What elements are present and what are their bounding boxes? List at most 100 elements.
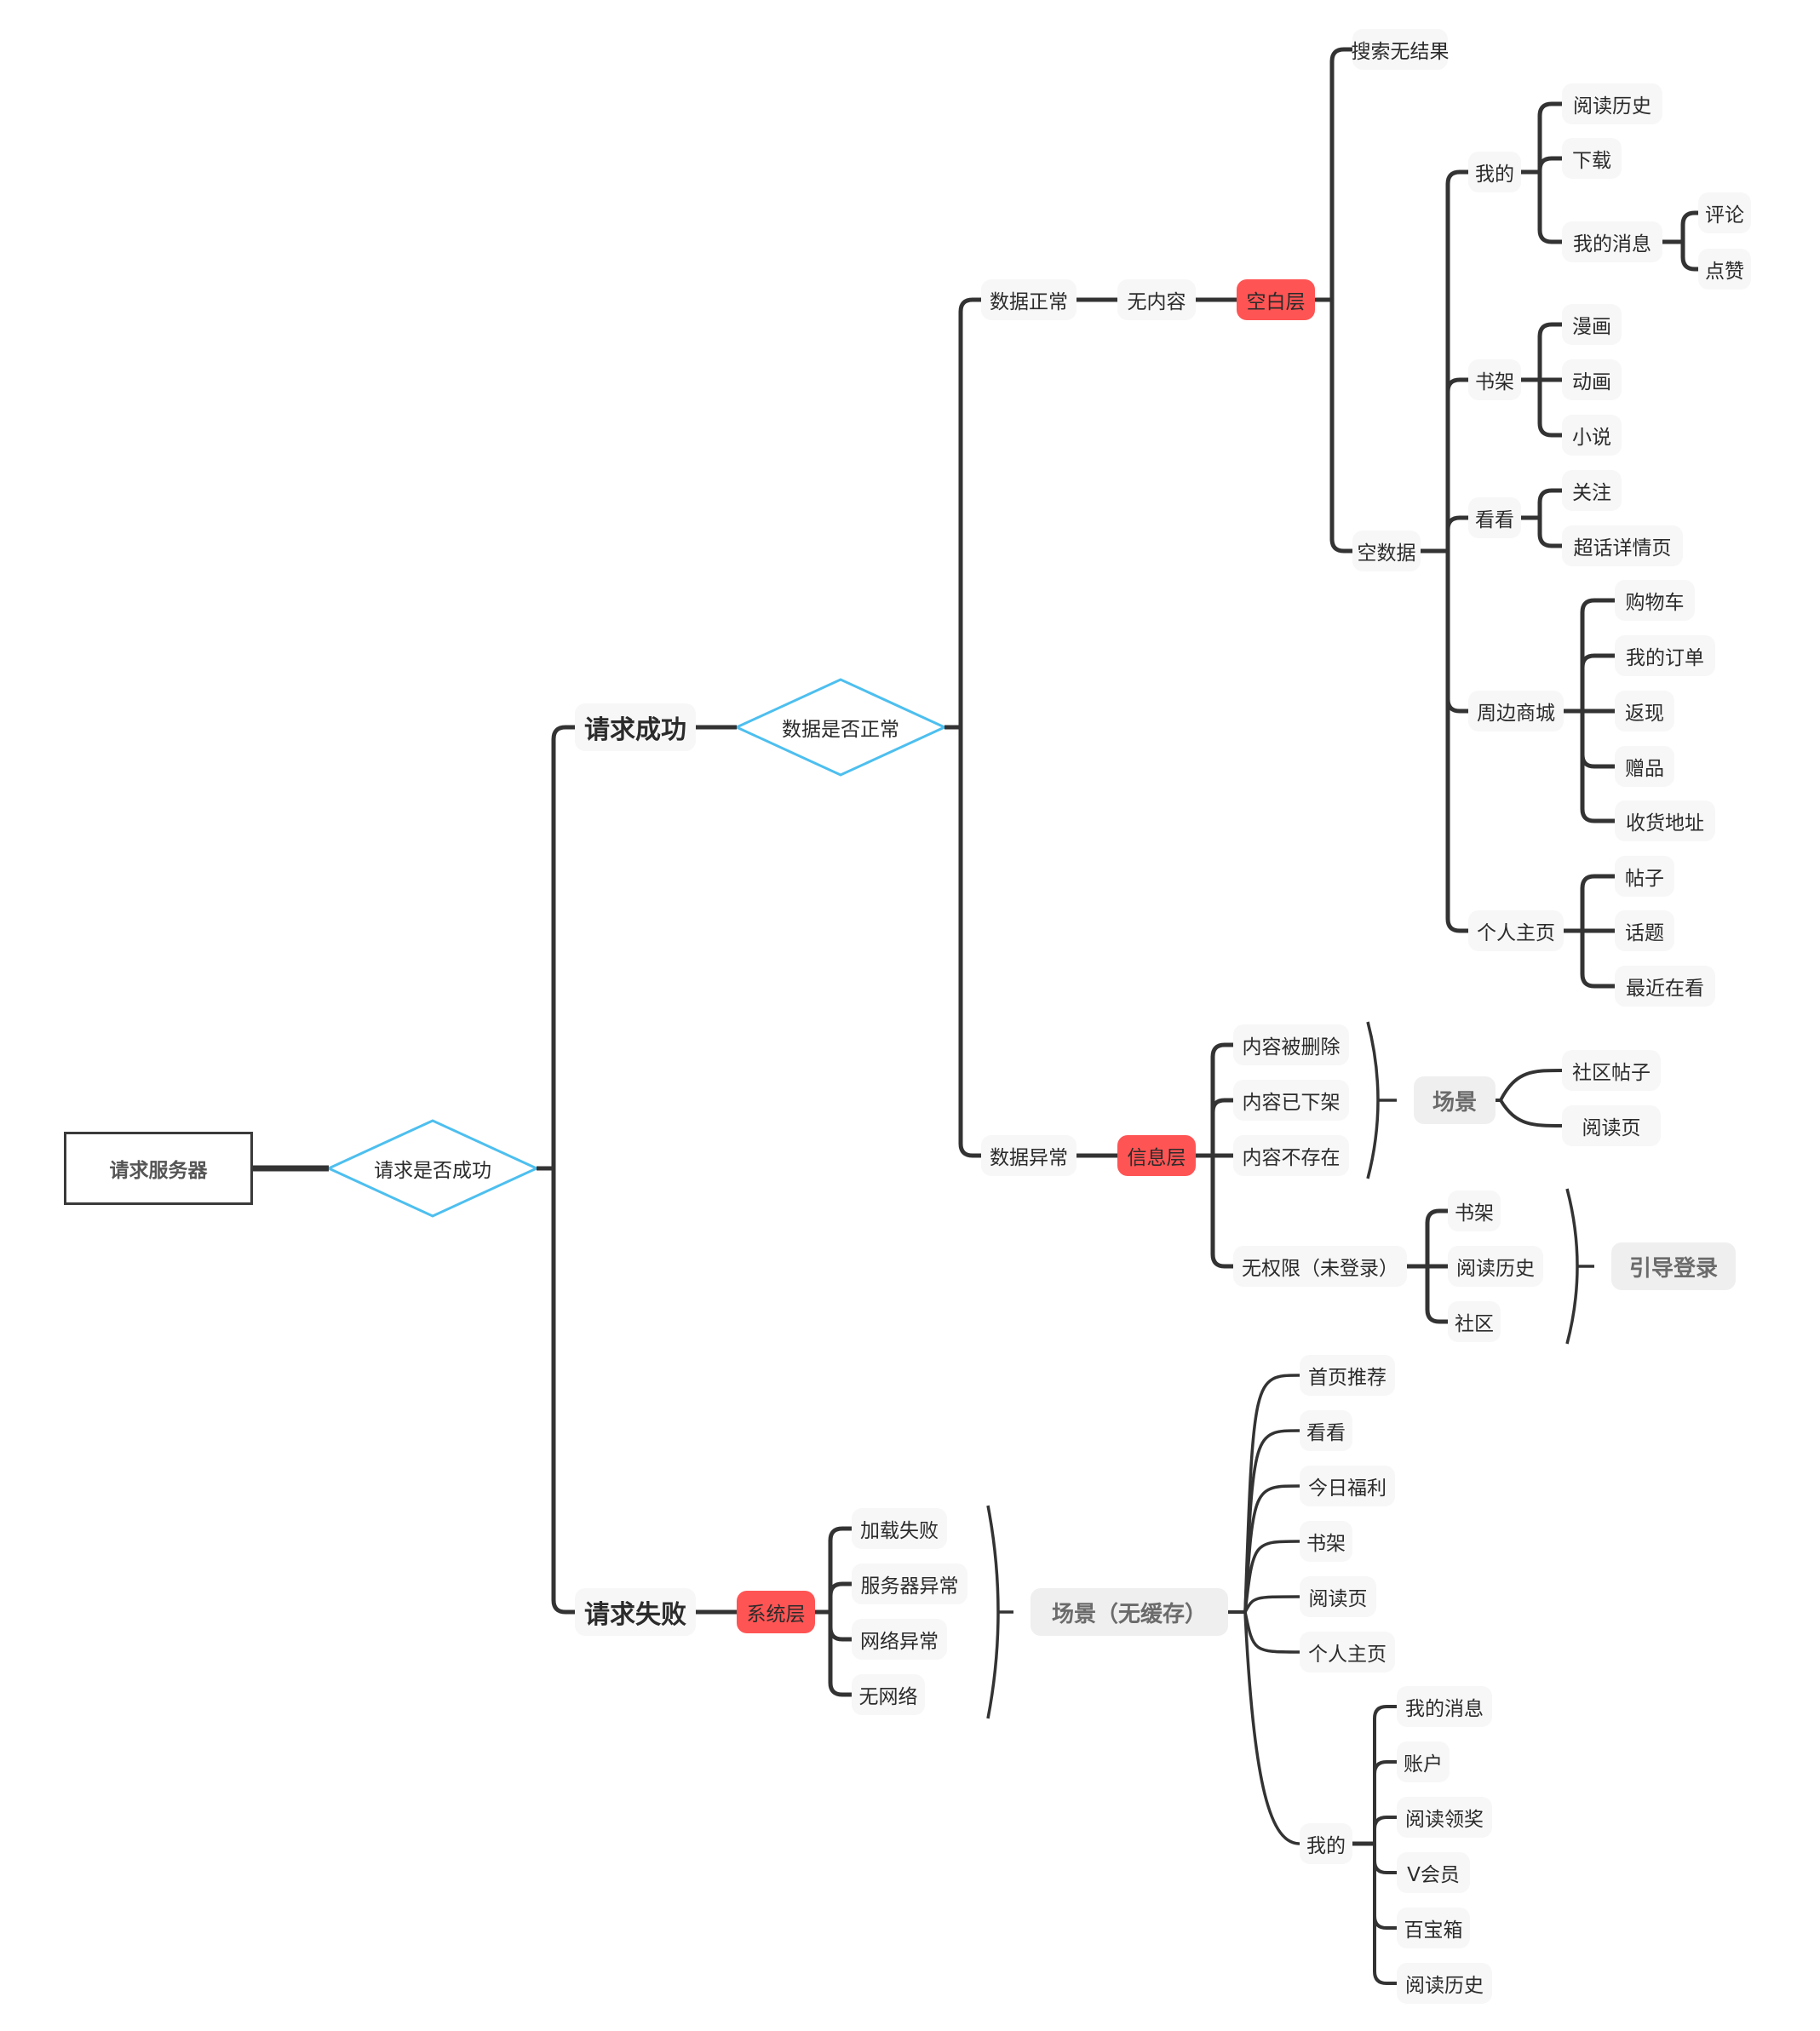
- curve-connector: [1243, 1374, 1300, 1613]
- node-leaf[interactable]: 阅读历史: [1562, 83, 1662, 124]
- node-scene-no-cache[interactable]: 场景（无缓存）: [1031, 1588, 1228, 1636]
- branch-connector: [1580, 711, 1615, 769]
- branch-connector: [1445, 169, 1468, 551]
- node-data-abnormal[interactable]: 数据异常: [981, 1135, 1076, 1176]
- branch-connector: [1445, 515, 1468, 551]
- branch-connector: [828, 1526, 852, 1612]
- node-leaf[interactable]: 收货地址: [1615, 800, 1715, 841]
- node-info-layer[interactable]: 信息层: [1117, 1135, 1196, 1176]
- node-scene-page[interactable]: 个人主页: [1300, 1632, 1395, 1672]
- node-request-failure[interactable]: 请求失败: [575, 1588, 696, 1636]
- node-failure-item[interactable]: 服务器异常: [852, 1563, 967, 1604]
- node-no-content[interactable]: 无内容: [1117, 279, 1196, 320]
- branch-connector: [1680, 242, 1698, 272]
- node-no-permission[interactable]: 无权限（未登录）: [1233, 1246, 1407, 1287]
- branch-connector: [1445, 377, 1468, 551]
- node-leaf[interactable]: 小说: [1562, 415, 1622, 456]
- node-mine-item[interactable]: 账户: [1397, 1741, 1450, 1782]
- node-leaf[interactable]: 购物车: [1615, 580, 1695, 621]
- node-permission-item[interactable]: 书架: [1448, 1190, 1501, 1231]
- node-leaf[interactable]: 话题: [1615, 910, 1674, 951]
- branch-connector: [1580, 598, 1615, 711]
- branch-connector: [1580, 711, 1615, 823]
- branch-connector: [828, 1612, 852, 1642]
- node-mine-item[interactable]: 阅读历史: [1397, 1963, 1492, 2004]
- node-scene-page[interactable]: 今日福利: [1300, 1466, 1395, 1506]
- node-scene-page[interactable]: 阅读页: [1300, 1576, 1376, 1617]
- node-permission-item[interactable]: 阅读历史: [1448, 1246, 1543, 1287]
- node-group[interactable]: 个人主页: [1468, 910, 1564, 951]
- branch-connector: [1680, 210, 1698, 242]
- curve-connector: [1499, 1099, 1563, 1127]
- node-scene-page[interactable]: 看看: [1300, 1410, 1352, 1451]
- node-scene-page[interactable]: 书架: [1300, 1521, 1352, 1562]
- node-request-success[interactable]: 请求成功: [575, 703, 696, 751]
- node-leaf[interactable]: 下载: [1562, 138, 1622, 179]
- node-permission-item[interactable]: 社区: [1448, 1301, 1501, 1342]
- branch-connector: [1537, 518, 1562, 548]
- node-mine-item[interactable]: 百宝箱: [1397, 1908, 1470, 1948]
- node-leaf[interactable]: 评论: [1698, 192, 1751, 233]
- node-failure-item[interactable]: 加载失败: [852, 1508, 947, 1549]
- node-abnormal-item[interactable]: 内容不存在: [1233, 1135, 1349, 1176]
- branch-connector: [1329, 300, 1352, 554]
- node-scene-item[interactable]: 阅读页: [1562, 1105, 1661, 1146]
- node-mine-item[interactable]: V会员: [1397, 1852, 1470, 1893]
- curve-connector: [1499, 1069, 1563, 1101]
- node-scene-page[interactable]: 首页推荐: [1300, 1355, 1395, 1396]
- node-leaf[interactable]: 点赞: [1698, 249, 1751, 290]
- curve-connector: [1243, 1611, 1300, 1845]
- branch-connector: [1373, 1844, 1397, 1930]
- node-group[interactable]: 看看: [1468, 497, 1521, 538]
- node-system-layer[interactable]: 系统层: [737, 1591, 815, 1633]
- node-abnormal-item[interactable]: 内容已下架: [1233, 1080, 1349, 1121]
- node-leaf[interactable]: 动画: [1562, 359, 1622, 400]
- node-group[interactable]: 书架: [1468, 359, 1521, 400]
- branch-connector: [1445, 551, 1468, 933]
- node-scene-item[interactable]: 社区帖子: [1562, 1050, 1661, 1091]
- branch-connector: [1537, 156, 1562, 172]
- branch-connector: [1537, 488, 1562, 518]
- node-leaf[interactable]: 我的订单: [1615, 635, 1715, 676]
- branch-connector: [1373, 1816, 1397, 1844]
- branch-connector: [1580, 874, 1615, 931]
- node-leaf[interactable]: 最近在看: [1615, 966, 1715, 1007]
- curve-connector: [1243, 1611, 1300, 1654]
- branch-connector: [958, 297, 981, 727]
- node-data-normal[interactable]: 数据正常: [981, 279, 1076, 320]
- node-mine-item[interactable]: 阅读领奖: [1397, 1797, 1492, 1838]
- node-scene[interactable]: 场景: [1414, 1076, 1496, 1124]
- branch-connector: [1210, 1156, 1233, 1269]
- node-search-no-result[interactable]: 搜索无结果: [1352, 29, 1450, 70]
- root-node[interactable]: 请求服务器: [64, 1132, 253, 1205]
- node-leaf[interactable]: 赠品: [1615, 746, 1674, 787]
- node-leaf[interactable]: 关注: [1562, 470, 1622, 511]
- node-empty-data[interactable]: 空数据: [1352, 531, 1421, 571]
- node-leaf[interactable]: 超话详情页: [1562, 525, 1683, 566]
- node-failure-item[interactable]: 网络异常: [852, 1619, 947, 1660]
- bracket: [1366, 1021, 1380, 1179]
- node-failure-item[interactable]: 无网络: [852, 1674, 925, 1715]
- node-group[interactable]: 我的: [1468, 152, 1521, 192]
- node-abnormal-item[interactable]: 内容被删除: [1233, 1024, 1349, 1065]
- branch-connector: [828, 1612, 852, 1697]
- decision-request-success[interactable]: 请求是否成功: [374, 1160, 491, 1182]
- node-blank-layer[interactable]: 空白层: [1237, 279, 1315, 320]
- decision-data-normal[interactable]: 数据是否正常: [782, 719, 899, 741]
- branch-connector: [1537, 101, 1562, 172]
- node-leaf[interactable]: 返现: [1615, 691, 1674, 732]
- branch-connector: [1210, 1098, 1233, 1156]
- node-leaf[interactable]: 漫画: [1562, 304, 1622, 345]
- node-mine-item[interactable]: 我的消息: [1397, 1686, 1492, 1727]
- branch-connector: [1425, 1266, 1448, 1324]
- curve-connector: [1243, 1540, 1300, 1613]
- branch-connector: [1580, 931, 1615, 989]
- bracket: [1565, 1188, 1579, 1345]
- node-group[interactable]: 周边商城: [1468, 691, 1564, 732]
- node-leaf[interactable]: 帖子: [1615, 856, 1674, 897]
- branch-connector: [828, 1581, 852, 1612]
- node-mine[interactable]: 我的: [1300, 1823, 1352, 1864]
- node-guide-login[interactable]: 引导登录: [1611, 1242, 1736, 1290]
- node-leaf[interactable]: 我的消息: [1562, 221, 1662, 262]
